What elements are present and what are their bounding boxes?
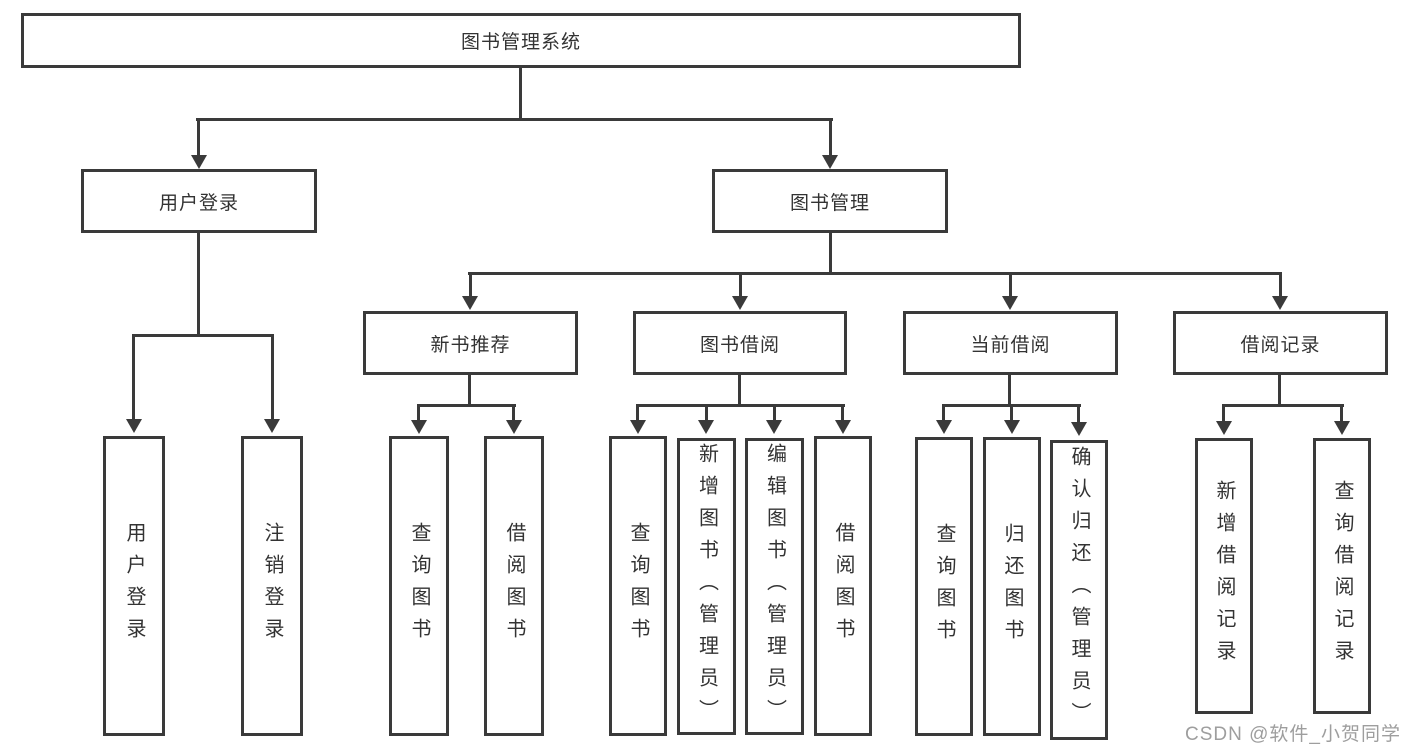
connector-user-login-stem xyxy=(197,118,200,157)
connector-root-bar xyxy=(196,118,833,121)
leaf-add-book-admin: 新增图书（管理员） xyxy=(677,438,736,735)
leaf-user-login: 用户登录 xyxy=(103,436,165,736)
connector-ul-bar xyxy=(132,334,274,337)
node-user-login: 用户登录 xyxy=(81,169,317,233)
connector-bb-l2 xyxy=(705,404,708,420)
node-book-borrowing: 图书借阅 xyxy=(633,311,847,375)
connector-newrec-stem xyxy=(469,272,472,298)
connector-nr-stem xyxy=(468,375,471,406)
arrow-down-icon xyxy=(1334,421,1350,435)
arrow-down-icon xyxy=(835,420,851,434)
connector-ul-right xyxy=(271,334,274,419)
connector-bb-l3 xyxy=(773,404,776,420)
arrow-down-icon xyxy=(264,419,280,433)
leaf-query-books-newrec: 查询图书 xyxy=(389,436,449,736)
connector-cb-stem xyxy=(1008,375,1011,406)
connector-bb-bar xyxy=(636,404,845,407)
arrow-down-icon xyxy=(936,420,952,434)
arrow-down-icon xyxy=(126,419,142,433)
arrow-down-icon xyxy=(1002,296,1018,310)
connector-cb-l1 xyxy=(942,404,945,420)
connector-cb-l2 xyxy=(1010,404,1013,420)
arrow-down-icon xyxy=(1071,422,1087,436)
connector-nr-bar xyxy=(417,404,516,407)
connector-current-stem xyxy=(1009,272,1012,298)
leaf-return-book: 归还图书 xyxy=(983,437,1041,736)
connector-cb-l3 xyxy=(1077,404,1080,422)
arrow-down-icon xyxy=(732,296,748,310)
arrow-down-icon xyxy=(506,420,522,434)
leaf-logout: 注销登录 xyxy=(241,436,303,736)
connector-ul-stem xyxy=(197,233,200,336)
arrow-down-icon xyxy=(822,155,838,169)
connector-br-stem xyxy=(1278,375,1281,406)
connector-br-l1 xyxy=(1222,404,1225,422)
leaf-query-borrow-record: 查询借阅记录 xyxy=(1313,438,1371,714)
connector-nr-l1 xyxy=(417,404,420,420)
leaf-query-books-current: 查询图书 xyxy=(915,437,973,736)
arrow-down-icon xyxy=(462,296,478,310)
connector-bb-l4 xyxy=(841,404,844,420)
connector-br-l2 xyxy=(1340,404,1343,422)
connector-root-stem xyxy=(519,67,522,120)
leaf-confirm-return-admin: 确认归还（管理员） xyxy=(1050,440,1108,740)
connector-bb-l1 xyxy=(636,404,639,420)
connector-book-management-stem xyxy=(829,118,832,157)
arrow-down-icon xyxy=(411,420,427,434)
leaf-borrow-books-borrowing: 借阅图书 xyxy=(814,436,872,736)
leaf-query-books-borrowing: 查询图书 xyxy=(609,436,667,736)
connector-br-bar xyxy=(1222,404,1344,407)
node-new-book-recommendation: 新书推荐 xyxy=(363,311,578,375)
node-book-management: 图书管理 xyxy=(712,169,948,233)
arrow-down-icon xyxy=(191,155,207,169)
arrow-down-icon xyxy=(698,420,714,434)
connector-bm-stem xyxy=(829,233,832,274)
connector-records-stem xyxy=(1279,272,1282,298)
arrow-down-icon xyxy=(1272,296,1288,310)
connector-bm-bar xyxy=(468,272,1282,275)
csdn-watermark: CSDN @软件_小贺同学 xyxy=(1185,724,1401,745)
leaf-add-borrow-record: 新增借阅记录 xyxy=(1195,438,1253,714)
leaf-edit-book-admin: 编辑图书（管理员） xyxy=(745,438,804,735)
arrow-down-icon xyxy=(766,420,782,434)
arrow-down-icon xyxy=(1216,421,1232,435)
connector-ul-left xyxy=(132,334,135,419)
arrow-down-icon xyxy=(630,420,646,434)
node-library-management-system: 图书管理系统 xyxy=(21,13,1021,68)
node-borrowing-records: 借阅记录 xyxy=(1173,311,1388,375)
connector-nr-l2 xyxy=(512,404,515,420)
leaf-borrow-books-newrec: 借阅图书 xyxy=(484,436,544,736)
arrow-down-icon xyxy=(1004,420,1020,434)
node-current-borrowing: 当前借阅 xyxy=(903,311,1118,375)
connector-bb-stem xyxy=(738,375,741,406)
connector-borrowing-stem xyxy=(739,272,742,298)
